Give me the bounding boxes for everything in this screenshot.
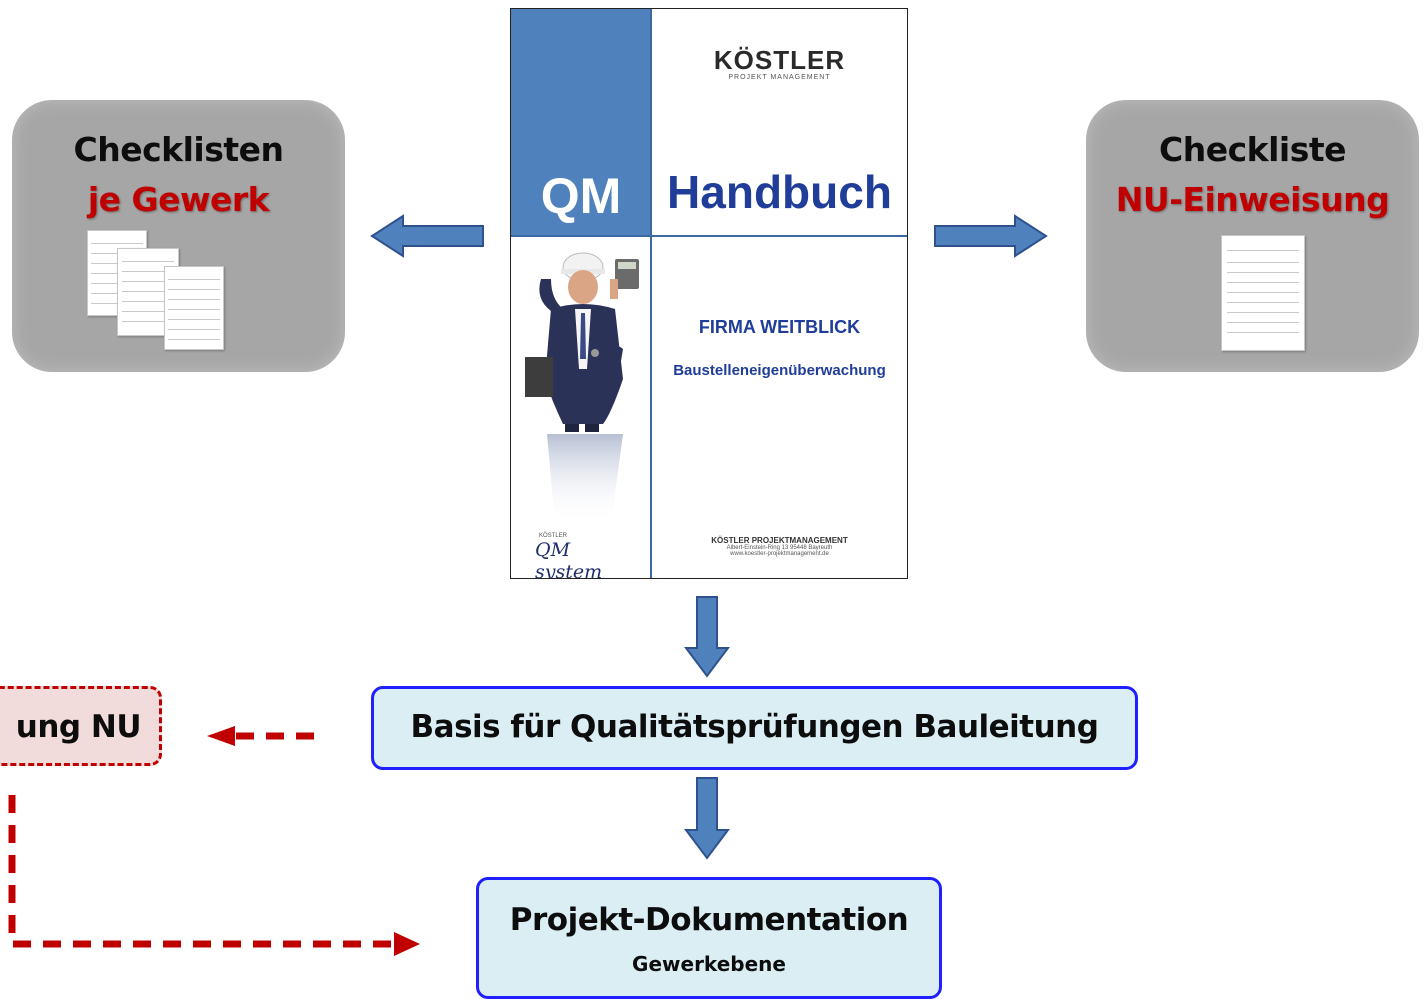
logo-text: KÖSTLER [713,45,846,75]
cover-divider-horizontal [511,235,907,237]
dashed-arrow-left-head [207,726,235,746]
projekt-dokumentation-title: Projekt-Dokumentation [509,902,909,938]
je-gewerk-label: je Gewerk [87,180,270,219]
logo-subtext: PROJEKT MANAGEMENT [728,74,831,81]
cover-blue-panel [511,9,651,236]
address-street: Albert-Einstein-Ring 13 95448 Bayreuth [726,545,833,551]
checkliste-nu-card: Checkliste NU-Einweisung [1086,100,1419,372]
basis-text: Basis für Qualitätsprüfungen Bauleitung [410,709,1099,745]
arrow-down-icon [684,596,730,678]
nu-box: ung NU [0,686,162,766]
cover-subtitle: Baustelleneigenüberwachung [673,362,886,379]
basis-box: Basis für Qualitätsprüfungen Bauleitung [371,686,1138,770]
nu-einweisung-label: NU-Einweisung [1115,180,1390,219]
address-web: www.koestler-projektmanagement.de [730,551,829,557]
arrow-left-icon [370,214,484,258]
qm-handbuch-cover: KÖSTLER PROJEKT MANAGEMENT QM Handbuch [510,8,908,579]
dashed-connector-head [394,932,420,956]
cover-handbuch: Handbuch [667,166,892,218]
gewerkebene-subtitle: Gewerkebene [632,952,786,976]
qm-system-text: QM system [535,539,603,579]
document-icon [1221,235,1305,351]
checkliste-title: Checkliste [1158,130,1347,169]
arrow-right-icon [934,214,1048,258]
nu-text: ung NU [15,709,142,745]
projekt-dokumentation-box: Projekt-Dokumentation Gewerkebene [476,877,942,999]
checklisten-card: Checklisten je Gewerk [12,100,345,372]
arrow-down-icon [684,777,730,860]
qm-system-small: KÖSTLER [539,533,568,539]
koestler-logo: KÖSTLER PROJEKT MANAGEMENT [652,45,907,81]
cover-firma: FIRMA WEITBLICK [698,317,861,337]
businessman-illustration [525,252,639,524]
address-company: KÖSTLER PROJEKTMANAGEMENT [711,536,848,545]
cover-qm: QM [540,168,622,224]
cover-divider-vertical [650,9,652,578]
checklisten-title: Checklisten [73,130,284,169]
dashed-connector-line [8,795,396,948]
cover-address: KÖSTLER PROJEKTMANAGEMENT Albert-Einstei… [652,536,907,557]
